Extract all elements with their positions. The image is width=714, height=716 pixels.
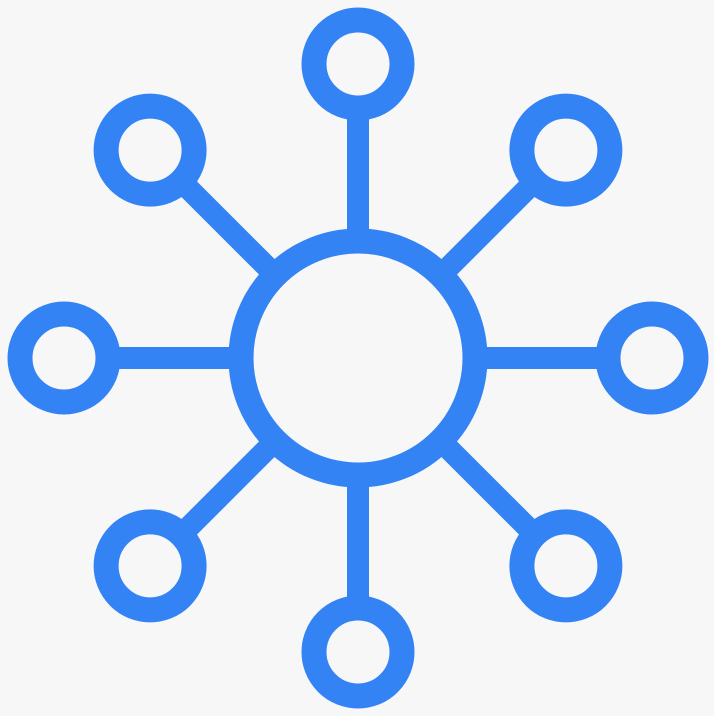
satellite-right: [595, 301, 709, 415]
spoke-bottom-right: [432, 432, 543, 543]
spoke-top-right: [432, 173, 543, 284]
nodes-group: [7, 7, 709, 709]
satellite-bottom-right: [509, 509, 623, 623]
satellite-bottom-left: [93, 509, 207, 623]
satellite-bottom: [301, 595, 415, 709]
spoke-bottom-left: [173, 432, 284, 543]
hub-node: [228, 228, 488, 488]
satellite-left: [7, 301, 121, 415]
satellite-top: [301, 7, 415, 121]
satellite-top-left: [93, 93, 207, 207]
spoke-top-left: [173, 173, 284, 284]
satellite-top-right: [509, 93, 623, 207]
spokes-group: [108, 108, 608, 608]
